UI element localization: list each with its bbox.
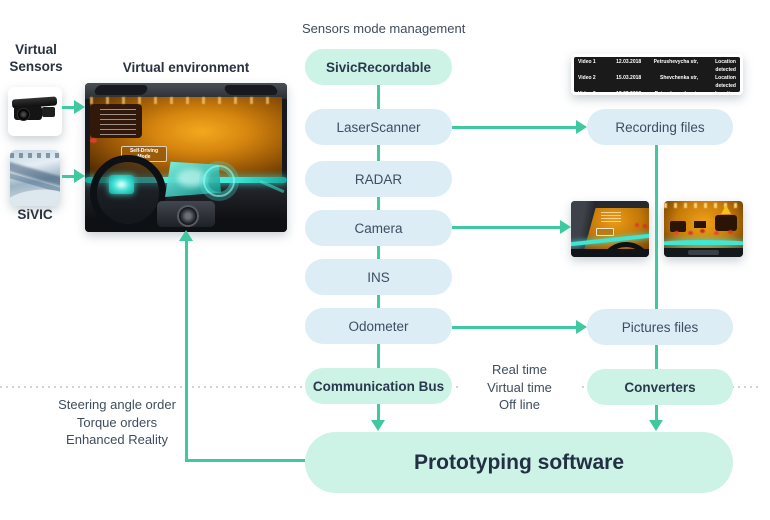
node-pictures-files: Pictures files <box>587 309 733 345</box>
node-laserscanner: LaserScanner <box>305 109 452 145</box>
camera-capture-thumbnail-1 <box>571 201 649 257</box>
connector-bus-prototyping <box>377 404 380 421</box>
steering-wheel-screen <box>109 175 134 194</box>
arrowhead-bus-to-prototyping <box>371 420 385 431</box>
sunroof-left <box>93 85 149 95</box>
connector-converters-prototyping <box>655 405 658 421</box>
thumb-tail-lights <box>635 223 639 228</box>
thumb-mode-badge <box>595 227 614 236</box>
feedback-vertical-line <box>185 241 188 462</box>
holo-rings <box>203 165 235 197</box>
thumb-roof <box>571 201 649 208</box>
feedback-line-3: Enhanced Reality <box>66 432 168 447</box>
video-date: 12.03.2018 <box>616 59 642 65</box>
connector-sivic-to-environment <box>62 175 74 178</box>
video-log-table: Video 1 12.03.2018 Petrushevycha str, Lo… <box>574 57 740 95</box>
thumb2-teal-strip <box>664 240 743 246</box>
node-communication-bus: Communication Bus <box>305 368 452 404</box>
video-street: Petrushevycha str, <box>653 59 699 65</box>
virtual-environment-title: Virtual environment <box>122 60 250 75</box>
time-mode-annotation: Real time Virtual time Off line <box>461 361 578 414</box>
feedback-horizontal-line <box>185 459 305 462</box>
video-date: 15.03.2018 <box>616 75 642 81</box>
video-id: Video 1 <box>578 59 596 65</box>
thumb2-dash-panel <box>687 250 720 255</box>
connector-pictures-converters <box>655 345 658 369</box>
mode-line-3: Off line <box>499 397 540 412</box>
tail-lights <box>90 138 97 143</box>
node-odometer: Odometer <box>305 308 452 344</box>
camera-capture-thumbnail-2 <box>664 201 743 257</box>
thumb2-van <box>715 215 737 231</box>
tunnel-ceiling-lights <box>90 97 282 104</box>
virtual-sensors-line2: Sensors <box>9 59 63 74</box>
arrowhead-feedback-to-environment <box>179 230 193 241</box>
virtual-environment-image: Self-Driving Mode <box>85 83 287 232</box>
connector-laserscanner-radar <box>377 145 380 161</box>
arrowhead-laserscanner-recording <box>576 120 587 134</box>
hud-text-lines <box>100 109 136 137</box>
connector-laserscanner-recording <box>452 126 576 129</box>
thumb2-tunnel-lights <box>664 203 743 208</box>
node-camera: Camera <box>305 210 452 246</box>
video-log-row: Video 2 15.03.2018 Shevchenka str, Locat… <box>578 74 736 90</box>
sivic-skyline <box>10 153 60 158</box>
video-street: Shevchenka str, <box>659 75 699 81</box>
holographic-car-glow <box>177 169 207 187</box>
connector-camera-ins <box>377 246 380 259</box>
virtual-camera-sensor-image <box>8 87 62 136</box>
arrowhead-converters-prototyping <box>649 420 663 431</box>
thumb2-warning-sign <box>721 205 731 214</box>
connector-radar-camera <box>377 197 380 210</box>
mode-line-2: Virtual time <box>487 379 552 395</box>
thumb-dashboard <box>571 249 649 257</box>
node-recording-files: Recording files <box>587 109 733 145</box>
video-status: Location detected, <box>715 91 736 95</box>
arrowhead-sivic-to-environment <box>74 169 85 183</box>
video-date: 13.03.2018 <box>616 91 642 95</box>
camera-lens <box>17 108 30 121</box>
thumb2-tail-lights <box>674 231 679 235</box>
virtual-sensors-label: Virtual Sensors <box>4 41 68 75</box>
video-id: Video 2 <box>578 75 596 81</box>
sivic-label: SiVIC <box>17 207 53 222</box>
recording-files-preview-table: Video 1 12.03.2018 Petrushevycha str, Lo… <box>571 54 743 95</box>
arrowhead-camera-thumbnail <box>560 220 571 234</box>
node-prototyping-software: Prototyping software <box>305 432 733 493</box>
feedback-annotation: Steering angle order Torque orders Enhan… <box>37 396 197 449</box>
arrowhead-camera-to-environment <box>74 100 85 114</box>
connector-ins-odometer <box>377 295 380 308</box>
mode-line-1: Real time <box>492 362 547 377</box>
sivic-scene-image <box>10 150 60 206</box>
camera-tail <box>42 107 55 117</box>
virtual-sensors-line1: Virtual <box>15 42 57 57</box>
connector-camera-to-environment <box>62 106 74 109</box>
connector-odometer-bus <box>377 344 380 368</box>
node-sivicrecordable: SivicRecordable <box>305 49 452 85</box>
video-id: Video 3 <box>578 91 596 95</box>
thumb2-cars <box>670 221 686 232</box>
connector-sivicrecordable-laserscanner <box>377 85 380 109</box>
sunroof-right <box>223 85 279 95</box>
node-radar: RADAR <box>305 161 452 197</box>
video-street: Petrushevycha str <box>654 91 699 95</box>
video-status: Location detected <box>715 75 736 89</box>
feedback-line-2: Torque orders <box>76 414 158 430</box>
node-converters: Converters <box>587 369 733 405</box>
console-knob <box>177 205 199 227</box>
video-log-row: Video 3 13.03.2018 Petrushevycha str Loc… <box>578 90 736 95</box>
node-ins: INS <box>305 259 452 295</box>
video-log-row: Video 1 12.03.2018 Petrushevycha str, Lo… <box>578 58 736 74</box>
arrowhead-odometer-pictures <box>576 320 587 334</box>
feedback-line-1: Steering angle order <box>58 397 176 412</box>
connector-camera-thumbnail <box>452 226 560 229</box>
sensors-mode-management-header: Sensors mode management <box>302 21 466 36</box>
video-status: Location detected <box>715 59 736 73</box>
thumb-hud-lines <box>600 212 621 225</box>
connector-odometer-pictures <box>452 326 576 329</box>
connector-recording-pictures <box>655 145 658 309</box>
